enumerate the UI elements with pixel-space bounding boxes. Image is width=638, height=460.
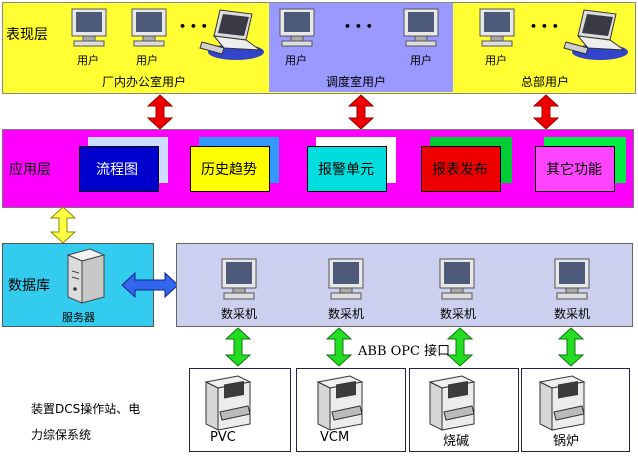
hq-ellipsis: • • • xyxy=(530,20,559,33)
office-ellipsis: • • • xyxy=(179,20,208,33)
laptop-icon xyxy=(199,9,264,60)
acquisition-pc-3 xyxy=(436,258,478,302)
server xyxy=(60,247,108,307)
yellow-double-arrow xyxy=(50,206,76,244)
red-double-arrow-office xyxy=(147,94,173,130)
note-line-2: 力综保系统 xyxy=(31,428,92,442)
dcs-console-icon xyxy=(316,375,364,431)
presentation-layer-title: 表现层 xyxy=(6,27,48,43)
office-group-label: 厂内办公室用户 xyxy=(102,75,187,89)
red-double-arrow-hq xyxy=(533,94,559,130)
dispatch-ellipsis: • • • xyxy=(344,20,373,33)
server-label: 服务器 xyxy=(62,311,95,324)
device-vcm-cabinet xyxy=(316,372,366,432)
office-user-1-label: 用户 xyxy=(77,54,99,67)
dispatch-user-1-label: 用户 xyxy=(285,54,307,67)
application-layer-title: 应用层 xyxy=(9,162,51,178)
dcs-console-icon xyxy=(204,375,252,431)
hq-group-label: 总部用户 xyxy=(521,75,570,89)
device-boiler-label: 锅炉 xyxy=(553,434,580,449)
desktop-computer-icon xyxy=(328,258,364,300)
desktop-computer-icon xyxy=(279,8,315,47)
desktop-computer-icon xyxy=(439,258,475,300)
module-history-trend xyxy=(190,146,270,192)
red-double-arrow-dispatch xyxy=(348,94,374,130)
device-caustic-soda-label: 烧碱 xyxy=(443,434,470,449)
server-icon xyxy=(66,248,106,304)
acquisition-pc-3-label: 数采机 xyxy=(440,307,477,321)
laptop-icon xyxy=(563,9,628,60)
acquisition-pc-2 xyxy=(325,258,367,302)
green-double-arrow-3 xyxy=(447,327,473,367)
device-pvc-cabinet xyxy=(204,372,254,432)
office-user-2-label: 用户 xyxy=(136,54,158,67)
device-caustic-soda-cabinet xyxy=(428,372,478,432)
acquisition-pc-2-label: 数采机 xyxy=(328,307,365,321)
desktop-computer-icon xyxy=(479,8,515,47)
acquisition-pc-1-label: 数采机 xyxy=(221,307,258,321)
dcs-console-icon xyxy=(428,375,476,431)
module-flowchart-label: 流程图 xyxy=(96,162,138,178)
module-report-publish xyxy=(421,146,501,192)
module-flowchart xyxy=(79,146,159,192)
module-other-functions xyxy=(535,146,615,192)
office-laptop xyxy=(198,6,264,62)
module-alarm-unit-label: 报警单元 xyxy=(318,162,374,178)
device-vcm-label: VCM xyxy=(320,430,350,445)
desktop-computer-icon xyxy=(403,8,439,47)
hq-user-1 xyxy=(476,8,518,48)
device-boiler-cabinet xyxy=(538,372,588,432)
green-double-arrow-1 xyxy=(225,327,251,367)
green-double-arrow-2 xyxy=(326,327,352,367)
dispatch-user-1 xyxy=(276,8,318,48)
module-report-publish-label: 报表发布 xyxy=(432,162,488,178)
dispatch-user-2 xyxy=(400,8,442,48)
green-double-arrow-4 xyxy=(558,327,584,367)
module-alarm-unit xyxy=(307,146,387,192)
office-user-2 xyxy=(128,8,170,48)
desktop-computer-icon xyxy=(221,258,257,300)
note-line-1: 装置DCS操作站、电 xyxy=(31,402,141,416)
dispatch-user-2-label: 用户 xyxy=(410,54,432,67)
hq-laptop xyxy=(562,6,628,62)
dcs-console-icon xyxy=(538,375,586,431)
acquisition-pc-1 xyxy=(218,258,260,302)
blue-double-arrow xyxy=(121,272,179,298)
opc-interface-label: ABB OPC 接口 xyxy=(358,344,451,359)
desktop-computer-icon xyxy=(554,258,590,300)
module-other-functions-label: 其它功能 xyxy=(546,162,602,178)
device-pvc-label: PVC xyxy=(210,430,236,445)
acquisition-pc-4 xyxy=(551,258,593,302)
acquisition-pc-4-label: 数采机 xyxy=(554,307,591,321)
module-history-trend-label: 历史趋势 xyxy=(201,162,257,178)
dispatch-group-label: 调度室用户 xyxy=(326,75,387,89)
hq-user-1-label: 用户 xyxy=(485,54,507,67)
desktop-computer-icon xyxy=(131,8,167,47)
database-layer-title: 数据库 xyxy=(8,278,50,294)
desktop-computer-icon xyxy=(71,8,107,47)
office-user-1 xyxy=(68,8,110,48)
